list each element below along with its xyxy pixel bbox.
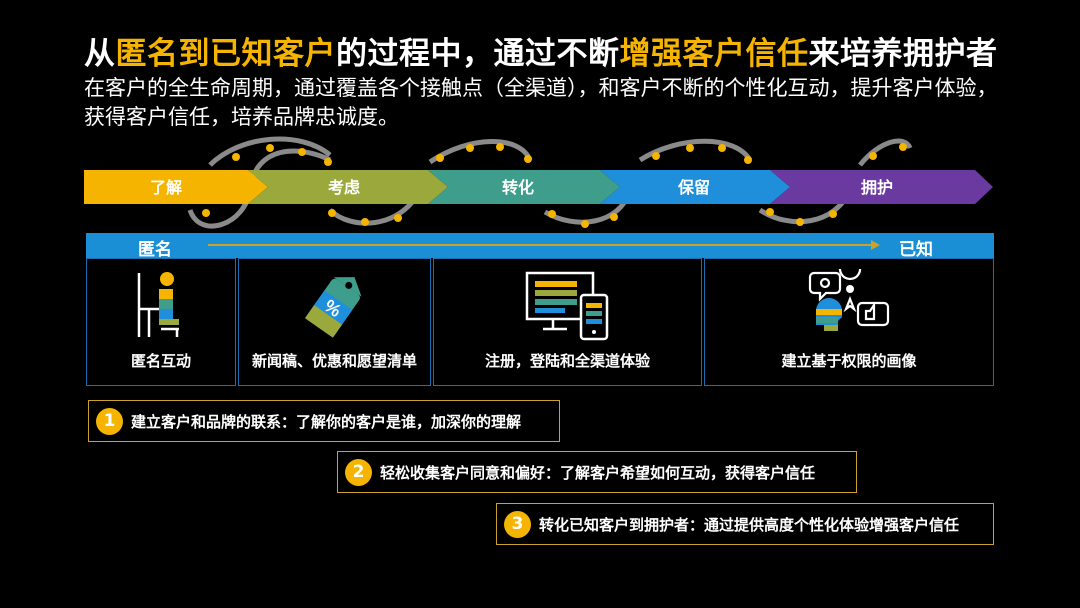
panel-label: 新闻稿、优惠和愿望清单 [251, 352, 417, 370]
stage-label-5: 拥护 [861, 178, 893, 197]
panel-newsletter: % 新闻稿、优惠和愿望清单 [238, 258, 431, 386]
stage-chevron-4 [600, 170, 790, 204]
panel-profile: 建立基于权限的画像 [704, 258, 994, 386]
stage-label-3: 转化 [502, 178, 534, 197]
journey-arrow-line [208, 244, 873, 246]
discount-tag-icon: % [304, 277, 362, 338]
profile-insights-icon [808, 269, 890, 331]
panel-label: 注册，登陆和全渠道体验 [484, 352, 650, 370]
stage-label-1: 了解 [150, 178, 182, 197]
journey-end-label: 已知 [899, 240, 933, 260]
anonymous-person-icon [137, 272, 179, 337]
note-number-badge: 2 [345, 458, 372, 486]
note-3: 3 转化已知客户到拥护者：通过提供高度个性化体验增强客户信任 [496, 503, 994, 545]
stage-label-2: 考虑 [328, 178, 360, 197]
page-subtitle: 在客户的全生命周期，通过覆盖各个接触点（全渠道），和客户不断的个性化互动，提升客… [84, 76, 998, 129]
customer-journey-flow: 了解 考虑 转化 保留 拥护 [84, 136, 993, 229]
journey-dots [202, 143, 907, 228]
journey-bar: 匿名 已知 [86, 233, 994, 260]
panel-omnichannel: 注册，登陆和全渠道体验 [433, 258, 702, 386]
note-text: 建立客户和品牌的联系：了解你的客户是谁，加深你的理解 [131, 412, 522, 431]
journey-start-label: 匿名 [138, 240, 172, 260]
note-text: 轻松收集客户同意和偏好：了解客户希望如何互动，获得客户信任 [380, 463, 816, 482]
page-title: 从匿名到已知客户的过程中，通过不断增强客户信任来培养拥护者 [84, 36, 998, 72]
omnichannel-devices-icon [525, 271, 608, 341]
panel-label: 匿名互动 [130, 352, 191, 370]
panel-anonymous: 匿名互动 [86, 258, 236, 386]
note-number-badge: 3 [504, 510, 531, 538]
note-1: 1 建立客户和品牌的联系：了解你的客户是谁，加深你的理解 [88, 400, 560, 442]
stage-chevron-1 [84, 170, 268, 204]
stage-chevron-5 [770, 170, 993, 204]
journey-arrow-head [871, 240, 880, 250]
note-2: 2 轻松收集客户同意和偏好：了解客户希望如何互动，获得客户信任 [337, 451, 857, 493]
stage-chevron-3 [428, 170, 620, 204]
note-number-badge: 1 [96, 407, 123, 435]
stage-label-4: 保留 [677, 178, 710, 197]
stage-chevron-2 [248, 170, 448, 204]
panel-label: 建立基于权限的画像 [781, 352, 917, 370]
note-text: 转化已知客户到拥护者：通过提供高度个性化体验增强客户信任 [539, 515, 960, 534]
